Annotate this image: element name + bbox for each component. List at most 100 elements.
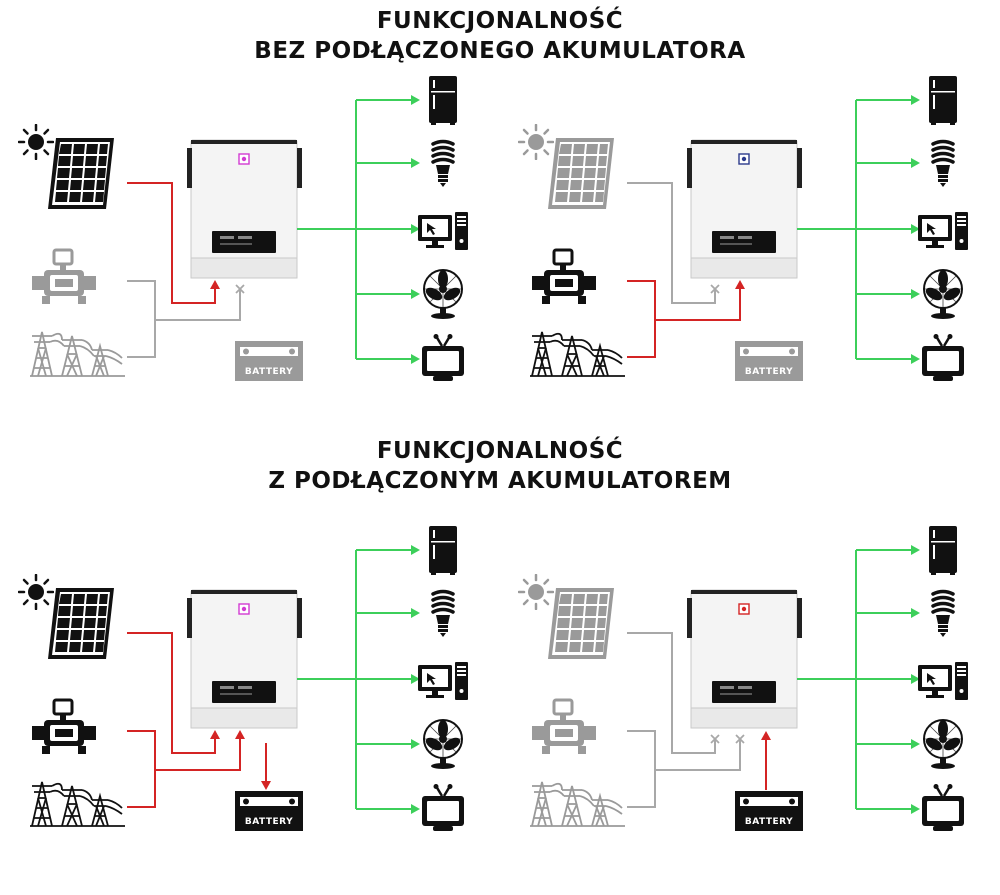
ac-input-line <box>655 288 741 321</box>
bulb-icon <box>931 139 955 188</box>
fan-icon <box>922 269 964 319</box>
generator-icon <box>530 698 598 756</box>
sun-icon <box>18 574 54 610</box>
power-grid-icon <box>30 781 125 827</box>
bulb-icon <box>431 589 455 638</box>
mode-panel-D: BATTERY <box>518 526 968 833</box>
panels-layer: BATTERY BATTERY BATTERY BATTERY <box>18 76 968 833</box>
generator-icon <box>30 698 98 756</box>
inverter-logo-mark <box>741 606 747 612</box>
solar-input-arrow <box>210 730 220 739</box>
solar-input-line <box>127 182 216 304</box>
output-branch-arrow <box>411 739 420 749</box>
title-line-1: FUNKCJONALNOŚĆ <box>376 438 624 464</box>
fan-icon <box>922 719 964 769</box>
generator-icon <box>530 248 598 306</box>
computer-icon <box>418 212 468 250</box>
solar-input-arrow <box>210 280 220 289</box>
inverter-logo-mark <box>741 156 747 162</box>
fridge-icon <box>929 76 957 125</box>
solar-panel-icon <box>548 138 614 209</box>
solar-input-line <box>627 182 716 304</box>
section-title-without-battery: FUNKCJONALNOŚĆ BEZ PODŁĄCZONEGO AKUMULAT… <box>0 6 1000 66</box>
output-branch-arrow <box>411 224 420 234</box>
output-branch-arrow <box>911 158 920 168</box>
solar-input-line <box>627 632 716 754</box>
inverter-unit <box>187 589 302 729</box>
sun-icon <box>518 574 554 610</box>
output-branch-arrow <box>411 608 420 618</box>
sun-icon <box>18 124 54 160</box>
output-branch-arrow <box>911 95 920 105</box>
battery-label: BATTERY <box>245 367 293 377</box>
output-branch-arrow <box>411 804 420 814</box>
solar-input-line <box>127 632 216 754</box>
inverter-unit <box>687 589 802 729</box>
power-grid-icon <box>530 781 625 827</box>
battery: BATTERY <box>735 341 803 381</box>
ac-input-line <box>655 738 741 771</box>
inverter-display <box>212 681 276 703</box>
fridge-icon <box>929 526 957 575</box>
output-branch-arrow <box>911 354 920 364</box>
output-branch-arrow <box>411 289 420 299</box>
disconnected-x-mark <box>235 284 245 294</box>
inverter-display <box>712 231 776 253</box>
output-branch-arrow <box>411 674 420 684</box>
computer-icon <box>418 662 468 700</box>
tv-icon <box>420 334 466 383</box>
inverter-display <box>712 681 776 703</box>
output-branch-arrow <box>411 158 420 168</box>
inverter-unit <box>187 139 302 279</box>
inverter-display <box>212 231 276 253</box>
title-line-2: BEZ PODŁĄCZONEGO AKUMULATORA <box>254 38 746 64</box>
ac-input-arrow <box>235 730 245 739</box>
output-branch-arrow <box>411 545 420 555</box>
title-line-2: Z PODŁĄCZONYM AKUMULATOREM <box>268 468 732 494</box>
disconnected-x-mark <box>710 284 720 294</box>
disconnected-x-mark <box>735 734 745 744</box>
battery-label: BATTERY <box>745 817 793 827</box>
power-grid-icon <box>530 331 625 377</box>
ac-input-line <box>155 288 241 321</box>
mode-panel-B: BATTERY <box>518 76 968 383</box>
tv-icon <box>920 784 966 833</box>
battery-discharge-arrow <box>761 731 771 740</box>
section-title-with-battery: FUNKCJONALNOŚĆ Z PODŁĄCZONYM AKUMULATORE… <box>0 436 1000 496</box>
battery-charge-arrow <box>261 781 271 790</box>
fridge-icon <box>429 76 457 125</box>
inverter-unit <box>687 139 802 279</box>
output-branch-arrow <box>411 354 420 364</box>
computer-icon <box>918 212 968 250</box>
battery: BATTERY <box>235 341 303 381</box>
generator-icon <box>30 248 98 306</box>
bulb-icon <box>931 589 955 638</box>
ac-source-line <box>627 280 656 358</box>
ac-input-line <box>155 738 241 771</box>
output-branch-arrow <box>911 608 920 618</box>
inverter-logo-mark <box>241 606 247 612</box>
output-branch-arrow <box>911 674 920 684</box>
mode-panel-A: BATTERY <box>18 76 468 383</box>
title-line-1: FUNKCJONALNOŚĆ <box>376 8 624 34</box>
output-branch-arrow <box>911 739 920 749</box>
fan-icon <box>422 719 464 769</box>
ac-input-arrow <box>735 280 745 289</box>
fridge-icon <box>429 526 457 575</box>
ac-source-line <box>127 730 156 808</box>
fan-icon <box>422 269 464 319</box>
battery-label: BATTERY <box>745 367 793 377</box>
output-branch-arrow <box>911 289 920 299</box>
solar-panel-icon <box>48 588 114 659</box>
disconnected-x-mark <box>710 734 720 744</box>
ac-source-line <box>627 730 656 808</box>
output-branch-arrow <box>911 804 920 814</box>
ac-source-line <box>127 280 156 358</box>
mode-panel-C: BATTERY <box>18 526 468 833</box>
output-branch-arrow <box>911 545 920 555</box>
sun-icon <box>518 124 554 160</box>
inverter-logo-mark <box>241 156 247 162</box>
output-branch-arrow <box>411 95 420 105</box>
solar-panel-icon <box>548 588 614 659</box>
